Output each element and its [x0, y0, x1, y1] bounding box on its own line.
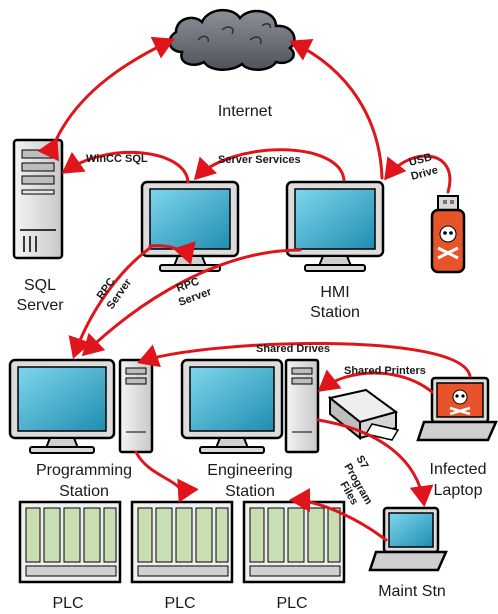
- maint-stn-icon: [368, 506, 448, 572]
- edge-maint-plc: [289, 488, 388, 542]
- label-shared-drives: Shared Drives: [256, 343, 330, 355]
- programming-station-icon: [8, 358, 154, 454]
- plc-3-icon: [242, 500, 346, 584]
- infected-laptop-label-line2: Laptop: [434, 482, 483, 499]
- sql-server-icon: [12, 138, 64, 260]
- sql-server-label-line1: SQL: [24, 277, 56, 294]
- hmi-station-label-line1: HMI: [320, 284, 349, 301]
- sql-server-label-line2: Server: [16, 297, 64, 314]
- label-s7-line1: S7: [353, 454, 370, 472]
- label-usb-drive-line1: USB: [408, 151, 434, 169]
- label-shared-printers: Shared Printers: [344, 365, 426, 377]
- edge-wincc-sql: [61, 151, 190, 184]
- edge-programming-plc: [134, 450, 199, 503]
- edge-rpc-hmi-programming: [81, 248, 302, 357]
- label-server-services: Server Services: [218, 154, 301, 166]
- infected-laptop-icon: [416, 376, 498, 442]
- engineering-station-label-line1: Engineering: [207, 462, 292, 479]
- programming-station-label-line2: Station: [59, 483, 109, 500]
- programming-station-label-line1: Programming: [36, 462, 132, 479]
- edge-server-services: [193, 148, 346, 182]
- engineering-station-icon: [180, 358, 320, 454]
- edge-shared-printers: [317, 369, 434, 394]
- hmi-station-label-line2: Station: [310, 304, 360, 321]
- hmi-station-icon: [285, 180, 385, 272]
- engineering-station-label-line2: Station: [225, 483, 275, 500]
- plc-1-label: PLC: [52, 595, 83, 612]
- edge-usb-hmi: [384, 154, 452, 194]
- usb-drive-icon: [430, 195, 466, 274]
- infected-laptop-label-line1: Infected: [430, 461, 487, 478]
- server-monitor-icon: [140, 180, 240, 272]
- edge-rpc-middle-programming: [68, 246, 152, 359]
- cloud-icon: [168, 9, 296, 71]
- plc-2-icon: [130, 500, 234, 584]
- edge-s7-program-files: [316, 418, 434, 507]
- plc-3-label: PLC: [276, 595, 307, 612]
- edge-internet-sql-server: [37, 36, 175, 162]
- edge-hmi-internet: [289, 39, 384, 180]
- plc-2-label: PLC: [164, 595, 195, 612]
- edge-rpc-to-middle-stand: [148, 241, 196, 265]
- label-wincc-sql: WinCC SQL: [86, 153, 148, 165]
- plc-1-icon: [18, 500, 122, 584]
- edge-shared-drives: [137, 342, 472, 378]
- maint-stn-label: Maint Stn: [378, 583, 446, 600]
- internet-label: Internet: [218, 103, 273, 120]
